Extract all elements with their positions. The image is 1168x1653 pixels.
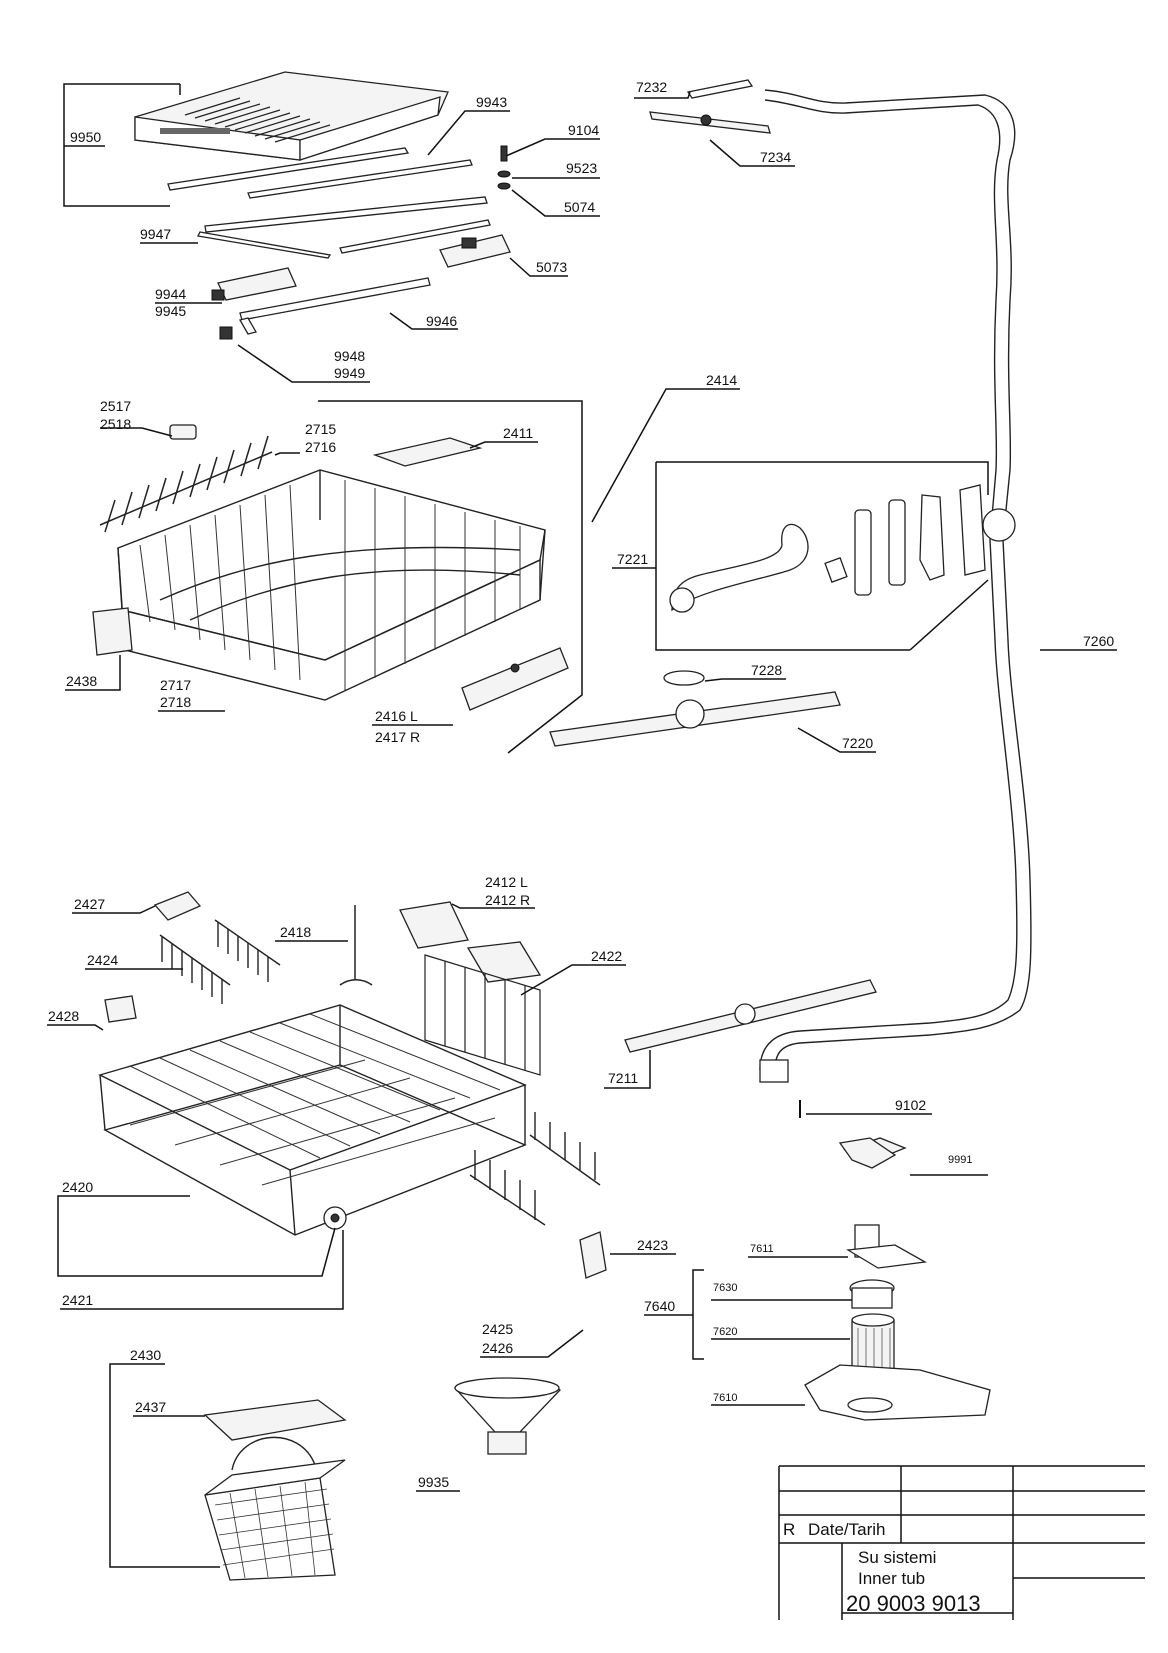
cutlery-tray-assembly: [134, 71, 511, 340]
mid-spray-arm-drawing: [549, 670, 841, 747]
top-spray-and-duct: [649, 79, 1032, 1083]
callout-2430: 2430: [130, 1347, 161, 1363]
tray-rails-drawing: [167, 147, 491, 335]
callout-2416-l: 2416 L: [375, 708, 418, 724]
callout-7260: 7260: [1083, 633, 1114, 649]
upper-basket-assembly: [92, 424, 569, 711]
revision-label: R: [783, 1520, 795, 1539]
callout-2424: 2424: [87, 952, 118, 968]
filter-assembly: [804, 1137, 991, 1421]
salt-funnel-drawing: [453, 1377, 562, 1455]
callout-9946: 9946: [426, 313, 457, 329]
callout-9991: 9991: [948, 1154, 972, 1166]
callout-2426: 2426: [482, 1340, 513, 1356]
callout-2422: 2422: [591, 948, 622, 964]
callout-7620: 7620: [713, 1326, 737, 1338]
callout-2414: 2414: [706, 372, 737, 388]
callout-7630: 7630: [713, 1282, 737, 1294]
callout-5074: 5074: [564, 199, 595, 215]
callout-2423: 2423: [637, 1237, 668, 1253]
drawing-name-en: Inner tub: [858, 1569, 925, 1588]
callout-2421: 2421: [62, 1292, 93, 1308]
callout-5073: 5073: [536, 259, 567, 275]
top-spray-arm-drawing: [649, 79, 771, 134]
callout-7221: 7221: [617, 551, 648, 567]
callout-2412-r: 2412 R: [485, 892, 530, 908]
callout-2418: 2418: [280, 924, 311, 940]
lower-spray-arm-drawing: [624, 979, 877, 1118]
callout-9935: 9935: [418, 1474, 449, 1490]
callout-2518: 2518: [100, 416, 131, 432]
spare-clip-drawing: [838, 1137, 897, 1169]
cutlery-basket-assembly: [203, 1399, 347, 1581]
callout-7610: 7610: [713, 1392, 737, 1404]
callout-7220: 7220: [842, 735, 873, 751]
callout-7611: 7611: [750, 1243, 774, 1255]
callout-2718: 2718: [160, 694, 191, 710]
cutlery-tray-drawing: [134, 71, 449, 161]
rail-stopper-drawing: [211, 234, 511, 340]
callout-2417-r: 2417 R: [375, 729, 420, 745]
title-block: R Date/Tarih Su sistemi Inner tub 20 900…: [778, 1465, 1145, 1620]
callout-2438: 2438: [66, 673, 97, 689]
callout-9104: 9104: [568, 122, 599, 138]
callout-2411: 2411: [503, 425, 533, 441]
callout-9948: 9948: [334, 348, 365, 364]
callout-9943: 9943: [476, 94, 507, 110]
drawing-number: 20 9003 9013: [846, 1591, 981, 1616]
spray-arm-detail-box: [655, 461, 989, 651]
screw-set-drawing: [497, 145, 511, 190]
callout-2716: 2716: [305, 439, 336, 455]
callout-2420: 2420: [62, 1179, 93, 1195]
callout-labels: 9950 9943 9104 9523 5074 9947 5073 9944 …: [48, 79, 1114, 1490]
callout-2425: 2425: [482, 1321, 513, 1337]
lower-basket-assembly: [98, 891, 607, 1279]
callout-2437: 2437: [135, 1399, 166, 1415]
callout-7232: 7232: [636, 79, 667, 95]
callout-9523: 9523: [566, 160, 597, 176]
drawing-name-tr: Su sistemi: [858, 1548, 936, 1567]
callout-9950: 9950: [70, 129, 101, 145]
callout-7234: 7234: [760, 149, 791, 165]
callout-9945: 9945: [155, 303, 186, 319]
callout-7640: 7640: [644, 1298, 675, 1314]
callout-9947: 9947: [140, 226, 171, 242]
callout-2428: 2428: [48, 1008, 79, 1024]
callout-9944: 9944: [155, 286, 186, 302]
callout-7211: 7211: [608, 1070, 638, 1086]
callout-9102: 9102: [895, 1097, 926, 1113]
filter-cylinder-drawing: [849, 1279, 895, 1309]
coarse-filter-plate-drawing: [804, 1364, 991, 1421]
callout-9949: 9949: [334, 365, 365, 381]
callout-2412-l: 2412 L: [485, 874, 528, 890]
filter-base-drawing: [846, 1224, 928, 1269]
callout-2517: 2517: [100, 398, 131, 414]
callout-2427: 2427: [74, 896, 105, 912]
leader-lines: [47, 83, 1117, 1568]
callout-2715: 2715: [305, 421, 336, 437]
callout-2717: 2717: [160, 677, 191, 693]
date-label: Date/Tarih: [808, 1520, 885, 1539]
callout-7228: 7228: [751, 662, 782, 678]
